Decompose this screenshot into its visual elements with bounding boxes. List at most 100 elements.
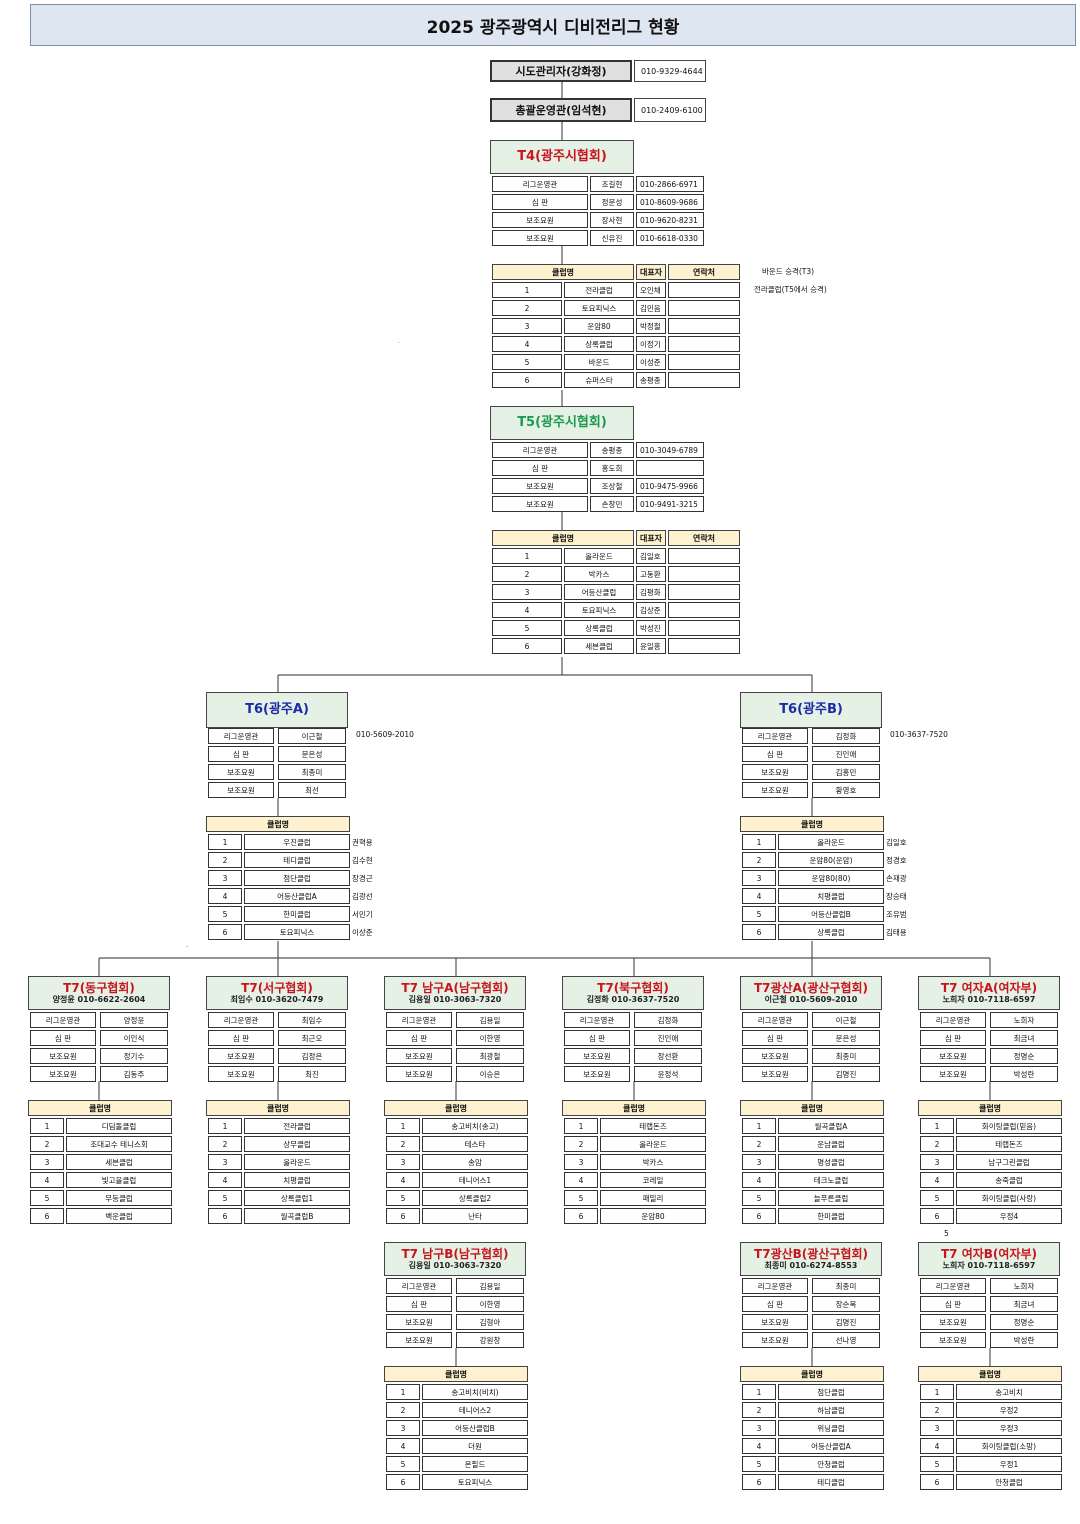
- club-rep: 김일호: [636, 548, 666, 564]
- staff-role: 보조요원: [492, 230, 588, 246]
- club-rep: 김태용: [886, 928, 907, 937]
- club-contact: [668, 300, 740, 316]
- staff-name: 김정화: [812, 728, 880, 744]
- club-name: 난타: [422, 1208, 528, 1224]
- staff-name: 장순복: [812, 1296, 880, 1312]
- club-no: 3: [742, 1154, 776, 1170]
- league-manager-contact: 최임수 010-3620-7479: [230, 995, 324, 1005]
- staff-name: 송평종: [590, 442, 634, 458]
- staff-phone: 010-9620-8231: [636, 212, 704, 228]
- staff-role: 심 판: [742, 746, 808, 762]
- staff-role: 리그운영관: [492, 442, 588, 458]
- staff-role: 보조요원: [386, 1332, 452, 1348]
- staff-role: 리그운영관: [742, 1012, 808, 1028]
- staff-role: 보조요원: [492, 478, 588, 494]
- staff-name: 이근철: [278, 728, 346, 744]
- club-rep: 송평종: [636, 372, 666, 388]
- league-header: T4(광주시협회): [490, 140, 634, 174]
- club-name: 송고비치: [956, 1384, 1062, 1400]
- staff-name: 윤정석: [634, 1066, 702, 1082]
- club-name: 치평클럽: [778, 888, 884, 904]
- league-header: T7광산A(광산구협회)이근철 010-5609-2010: [740, 976, 882, 1010]
- club-name: 송고비치(송고): [422, 1118, 528, 1134]
- staff-name: 김정화: [634, 1012, 702, 1028]
- club-no: 5: [742, 1456, 776, 1472]
- club-name: 조대교수 테니스회: [66, 1136, 172, 1152]
- league-header: T6(광주A): [206, 692, 348, 728]
- league-name: T7광산A(광산구협회): [753, 981, 869, 995]
- club-name: 우정2: [956, 1402, 1062, 1418]
- club-no: 3: [920, 1154, 954, 1170]
- club-contact: [668, 620, 740, 636]
- staff-name: 진인애: [634, 1030, 702, 1046]
- club-no: 5: [386, 1456, 420, 1472]
- staff-role: 보조요원: [564, 1066, 630, 1082]
- club-rep: 손재광: [886, 874, 907, 883]
- staff-role: 보조요원: [742, 782, 808, 798]
- club-no: 2: [386, 1402, 420, 1418]
- club-no: 5: [742, 1190, 776, 1206]
- club-name: 상록클럽: [564, 620, 634, 636]
- club-no: 4: [742, 888, 776, 904]
- club-no: 2: [564, 1136, 598, 1152]
- club-contact: [668, 548, 740, 564]
- club-no: 6: [30, 1208, 64, 1224]
- staff-role: 리그운영관: [30, 1012, 96, 1028]
- staff-role: 리그운영관: [742, 1278, 808, 1294]
- staff-role: 리그운영관: [742, 728, 808, 744]
- staff-role: 보조요원: [208, 764, 274, 780]
- contact-header: 연락처: [668, 530, 740, 546]
- league-header: T7(서구협회)최임수 010-3620-7479: [206, 976, 348, 1010]
- club-contact: [668, 566, 740, 582]
- club-rep: 김평화: [636, 584, 666, 600]
- staff-name: 조상철: [590, 478, 634, 494]
- club-name: 박카스: [600, 1154, 706, 1170]
- club-name: 상록클럽2: [422, 1190, 528, 1206]
- club-name: 우정1: [956, 1456, 1062, 1472]
- club-no: 3: [30, 1154, 64, 1170]
- club-name: 테디클럽: [244, 852, 350, 868]
- staff-role: 심 판: [386, 1296, 452, 1312]
- staff-role: 보조요원: [386, 1314, 452, 1330]
- club-no: 6: [386, 1474, 420, 1490]
- club-name: 테니어스2: [422, 1402, 528, 1418]
- league-name: T6(광주A): [245, 702, 309, 718]
- club-name: 온필드: [422, 1456, 528, 1472]
- staff-role: 심 판: [386, 1030, 452, 1046]
- league-name: T7(북구협회): [597, 981, 669, 995]
- league-manager-contact: 노희자 010-7118-6597: [942, 995, 1036, 1005]
- staff-name: 최종미: [812, 1278, 880, 1294]
- club-name: 우정3: [956, 1420, 1062, 1436]
- staff-name: 강원창: [456, 1332, 524, 1348]
- club-name: 화이팅클럽(사랑): [956, 1190, 1062, 1206]
- club-name: 운암80: [564, 318, 634, 334]
- club-no: 6: [492, 638, 562, 654]
- club-no: 1: [920, 1384, 954, 1400]
- club-name: 우진클럽: [244, 834, 350, 850]
- club-name: 상록클럽: [778, 924, 884, 940]
- club-name: 전라클럽: [564, 282, 634, 298]
- club-name: 위닝클럽: [778, 1420, 884, 1436]
- club-header: 클럽명: [740, 1366, 884, 1382]
- club-no: 2: [742, 1136, 776, 1152]
- club-name: 테랩돈즈: [956, 1136, 1062, 1152]
- staff-phone: 010-2866-6971: [636, 176, 704, 192]
- club-rep: 박정철: [636, 318, 666, 334]
- club-header: 클럽명: [28, 1100, 172, 1116]
- club-name: 전라클럽: [244, 1118, 350, 1134]
- club-no: 4: [208, 888, 242, 904]
- club-rep: 김일호: [886, 838, 907, 847]
- staff-role: 보조요원: [742, 1066, 808, 1082]
- club-name: 테랩돈즈: [600, 1118, 706, 1134]
- staff-name: 장선환: [634, 1048, 702, 1064]
- staff-name: 홍도희: [590, 460, 634, 476]
- stray-mark: 5: [944, 1229, 949, 1238]
- club-rep: 권혁용: [352, 838, 373, 847]
- staff-role: 보조요원: [742, 764, 808, 780]
- club-no: 4: [492, 336, 562, 352]
- club-header: 클럽명: [918, 1100, 1062, 1116]
- club-name: 화이팅클럽(소망): [956, 1438, 1062, 1454]
- club-no: 4: [742, 1438, 776, 1454]
- club-no: 3: [386, 1154, 420, 1170]
